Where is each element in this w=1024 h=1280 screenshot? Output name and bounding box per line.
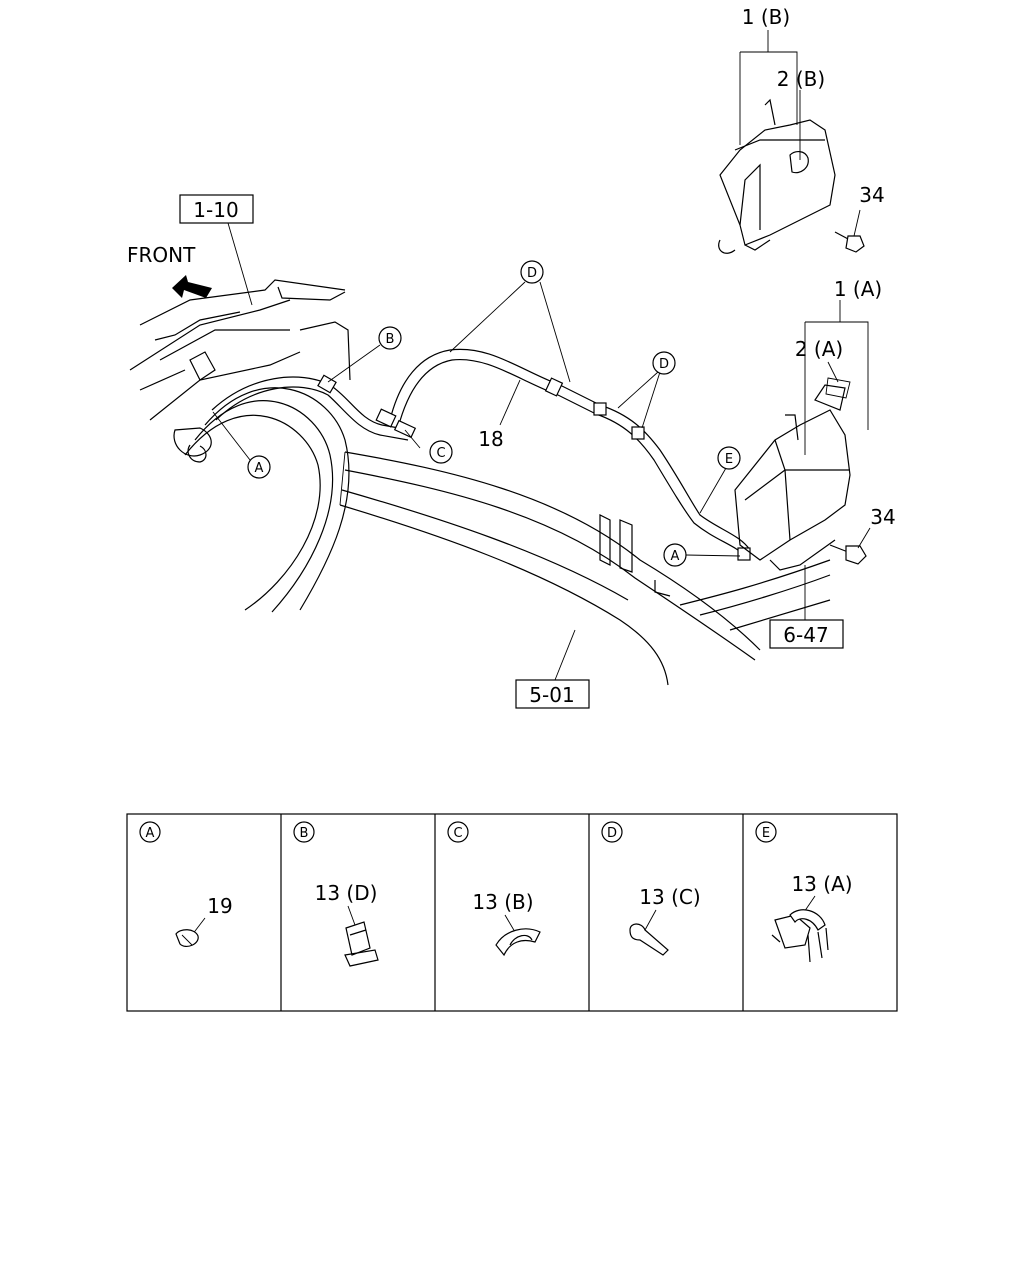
legend-e-circle	[755, 821, 777, 843]
callout-b	[378, 326, 402, 350]
part-label-1a: 1 (A)	[834, 277, 882, 301]
part-label-2a: 2 (A)	[795, 337, 843, 361]
legend-e-letter: E	[762, 826, 770, 841]
ref-1-10-text: 1-10	[193, 198, 238, 222]
legend-e-part: 13 (A)	[791, 872, 852, 896]
ref-box-5-01	[515, 679, 590, 709]
part-label-1b: 1 (B)	[742, 5, 790, 29]
part-label-34-lower: 34	[870, 505, 895, 529]
washer-hose	[211, 348, 751, 561]
clamp-b-icon	[495, 914, 541, 957]
ref-5-01-text: 5-01	[529, 683, 574, 707]
legend-b-part: 13 (D)	[315, 881, 378, 905]
callout-d-right-text: D	[659, 357, 669, 372]
washer-tank-b	[718, 98, 836, 254]
part-label-2b: 2 (B)	[777, 67, 825, 91]
callout-b-text: B	[386, 332, 395, 347]
wheel-arch	[129, 279, 351, 613]
front-arrow-icon	[172, 275, 212, 298]
callout-d-upper-text: D	[527, 266, 537, 281]
ref-box-6-47	[769, 619, 844, 649]
legend-a-part: 19	[207, 894, 232, 918]
legend-c-circle	[447, 821, 469, 843]
callout-e	[717, 446, 741, 470]
legend-b-letter: B	[300, 826, 309, 841]
callout-d-upper	[520, 260, 544, 284]
clamp-c-icon	[629, 909, 669, 956]
legend-a-circle	[139, 821, 161, 843]
legend-d-letter: D	[607, 826, 617, 841]
bolt-icon	[829, 231, 867, 565]
callout-c-text: C	[436, 446, 445, 461]
part-label-18: 18	[478, 427, 503, 451]
callout-d-right	[652, 351, 676, 375]
callout-a-left-text: A	[255, 461, 264, 476]
legend-c-part: 13 (B)	[472, 890, 533, 914]
legend-a-letter: A	[146, 826, 155, 841]
callout-e-text: E	[725, 452, 733, 467]
front-label: FRONT	[127, 243, 196, 267]
ref-6-47-text: 6-47	[783, 623, 828, 647]
ref-box-1-10	[179, 194, 254, 224]
callout-a-right	[663, 543, 687, 567]
hose-clip-icon	[175, 917, 206, 948]
leader-lines	[212, 30, 871, 681]
clamp-a-icon	[771, 895, 829, 963]
legend-d-part: 13 (C)	[639, 885, 700, 909]
clamp-d-icon	[344, 905, 379, 967]
callout-a-right-text: A	[671, 549, 680, 564]
legend-table	[126, 813, 898, 1012]
callout-c	[429, 440, 453, 464]
washer-tank-a	[734, 377, 851, 571]
part-label-34-upper: 34	[859, 183, 884, 207]
frame-rail	[339, 451, 831, 686]
legend-b-circle	[293, 821, 315, 843]
legend-c-letter: C	[453, 826, 462, 841]
legend-d-circle	[601, 821, 623, 843]
callout-a-left	[247, 455, 271, 479]
